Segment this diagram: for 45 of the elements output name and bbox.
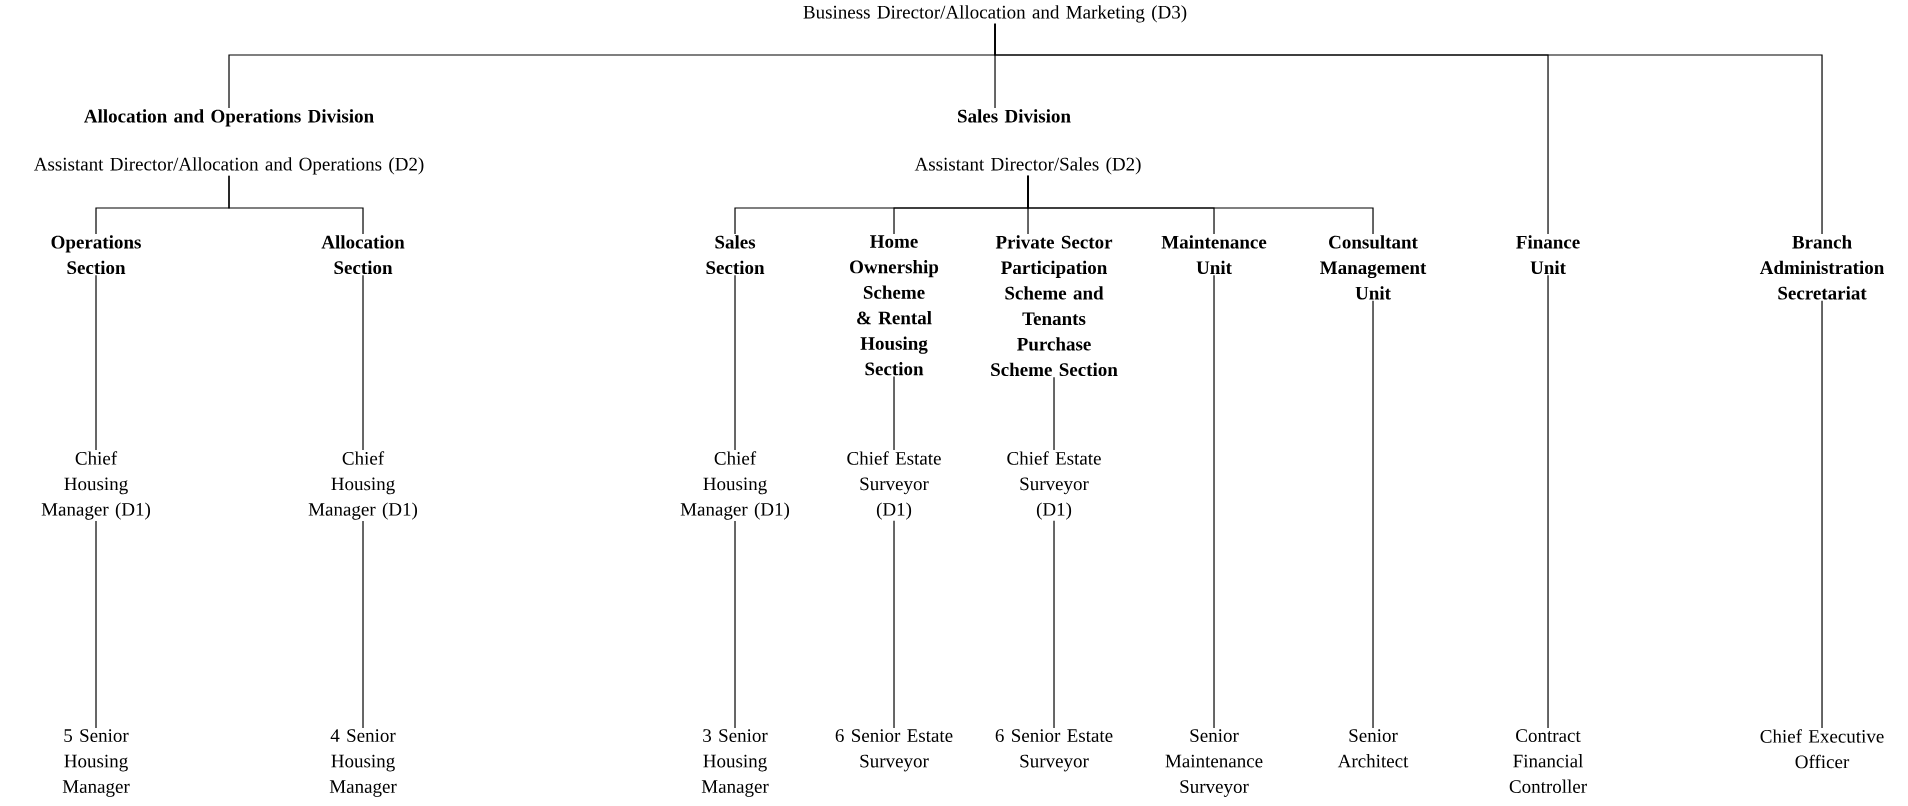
section-heading: Finance Unit: [1516, 235, 1580, 275]
position-label: Business Director/Allocation and Marketing (D3): [803, 5, 1187, 23]
connector-line: [1053, 520, 1055, 729]
connector-line: [1821, 300, 1823, 729]
position-label: Assistant Director/Sales (D2): [914, 157, 1141, 175]
position-label: Contract Financial Controller: [1509, 729, 1587, 793]
position-label: Chief Estate Surveyor (D1): [1007, 451, 1101, 520]
connector-line: [734, 274, 736, 451]
connector-line: [362, 520, 364, 729]
section-heading: Branch Administration Secretariat: [1759, 235, 1884, 300]
position-label: Chief Housing Manager (D1): [680, 451, 790, 520]
section-heading: Sales Section: [706, 235, 765, 275]
connector-line: [734, 520, 736, 729]
position-label: 6 Senior Estate Surveyor: [995, 729, 1113, 772]
position-label: Chief Estate Surveyor (D1): [847, 451, 941, 520]
position-label: 3 Senior Housing Manager: [701, 729, 769, 797]
connector-line: [1372, 300, 1374, 729]
section-heading: Private Sector Participation Scheme and Tenants Purchase Scheme Section: [991, 235, 1118, 377]
position-label: Chief Executive Officer: [1760, 729, 1884, 769]
section-heading: Allocation Section: [321, 235, 405, 275]
section-heading: Maintenance Unit: [1161, 235, 1267, 275]
connector-line: [1053, 376, 1055, 451]
connector-line: [1547, 274, 1549, 729]
section-heading: Home Ownership Scheme & Rental Housing Section: [850, 235, 939, 376]
connector-line: [893, 375, 895, 451]
division-heading: Allocation and Operations Division: [84, 109, 374, 127]
connector-line: [1213, 274, 1215, 729]
connector-line: [893, 520, 895, 729]
section-heading: Operations Section: [51, 235, 141, 275]
connector-line: [362, 274, 364, 451]
position-label: 5 Senior Housing Manager: [62, 729, 130, 797]
connector-line: [95, 274, 97, 451]
connector-line: [1027, 175, 1374, 235]
section-heading: Consultant Management Unit: [1320, 235, 1427, 300]
position-label: Senior Maintenance Surveyor: [1165, 729, 1263, 797]
connector-line: [95, 520, 97, 729]
position-label: Chief Housing Manager (D1): [41, 451, 150, 520]
position-label: Chief Housing Manager (D1): [308, 451, 418, 520]
connector-line: [994, 23, 1823, 235]
position-label: Senior Architect: [1337, 729, 1409, 768]
position-label: Assistant Director/Allocation and Operations (D2): [33, 157, 424, 175]
connector-line: [228, 175, 364, 235]
position-label: 4 Senior Housing Manager: [329, 729, 397, 797]
division-heading: Sales Division: [958, 109, 1071, 123]
position-label: 6 Senior Estate Surveyor: [835, 729, 953, 772]
